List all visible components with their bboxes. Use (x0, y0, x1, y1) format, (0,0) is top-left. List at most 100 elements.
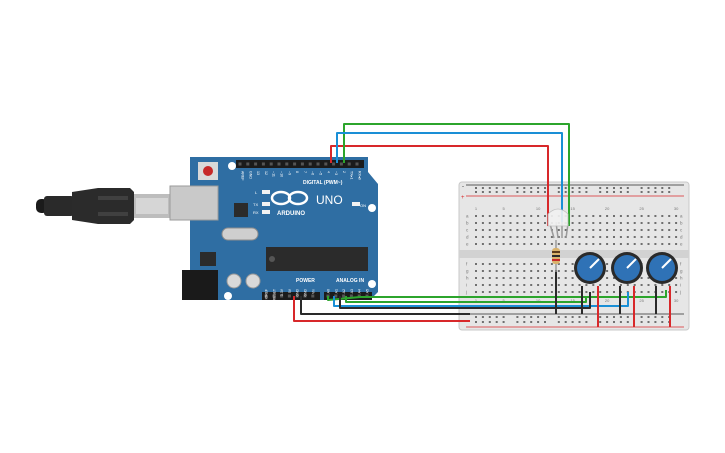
breadboard-hole[interactable] (606, 243, 609, 245)
breadboard-hole[interactable] (571, 243, 574, 245)
breadboard-hole[interactable] (613, 277, 615, 279)
breadboard-hole[interactable] (633, 229, 636, 231)
breadboard-hole[interactable] (606, 277, 609, 279)
breadboard-hole[interactable] (488, 236, 491, 238)
rail-hole[interactable] (516, 187, 519, 189)
breadboard-hole[interactable] (619, 222, 622, 224)
analog-pin-hole[interactable] (357, 294, 361, 298)
breadboard-hole[interactable] (640, 277, 643, 279)
breadboard-hole[interactable] (537, 270, 540, 272)
breadboard-hole[interactable] (668, 229, 671, 231)
breadboard-hole[interactable] (475, 270, 477, 272)
rail-hole[interactable] (530, 187, 533, 189)
breadboard-hole[interactable] (475, 284, 477, 286)
breadboard-hole[interactable] (647, 277, 650, 279)
rail-hole[interactable] (481, 316, 484, 318)
breadboard-hole[interactable] (537, 291, 540, 293)
breadboard-hole[interactable] (578, 284, 581, 286)
rail-hole[interactable] (495, 316, 498, 318)
rail-hole[interactable] (585, 187, 588, 189)
digital-pin-hole[interactable] (277, 162, 281, 166)
breadboard-hole[interactable] (599, 222, 602, 224)
rail-hole[interactable] (578, 191, 581, 193)
breadboard-hole[interactable] (571, 236, 574, 238)
rail-hole[interactable] (488, 321, 491, 323)
rail-hole[interactable] (578, 316, 581, 318)
breadboard-hole[interactable] (633, 243, 636, 245)
potentiometer-2[interactable] (611, 252, 643, 284)
breadboard-hole[interactable] (626, 222, 629, 224)
breadboard-hole[interactable] (530, 236, 533, 238)
rail-hole[interactable] (557, 316, 560, 318)
breadboard-hole[interactable] (481, 277, 484, 279)
rail-hole[interactable] (564, 187, 567, 189)
wire-red-top[interactable] (330, 145, 549, 226)
breadboard-hole[interactable] (647, 284, 650, 286)
rail-hole[interactable] (530, 191, 533, 193)
breadboard-hole[interactable] (523, 284, 526, 286)
breadboard-hole[interactable] (585, 291, 588, 293)
breadboard-hole[interactable] (530, 243, 533, 245)
breadboard-hole[interactable] (675, 243, 678, 245)
breadboard-hole[interactable] (509, 277, 512, 279)
breadboard-hole[interactable] (557, 277, 560, 279)
rail-hole[interactable] (613, 321, 615, 323)
breadboard-hole[interactable] (571, 277, 574, 279)
breadboard-hole[interactable] (585, 284, 588, 286)
rail-hole[interactable] (668, 191, 671, 193)
rail-hole[interactable] (523, 191, 526, 193)
rail-hole[interactable] (626, 316, 629, 318)
rail-hole[interactable] (502, 187, 505, 189)
breadboard-hole[interactable] (626, 215, 629, 217)
rail-hole[interactable] (585, 191, 588, 193)
rail-hole[interactable] (661, 316, 664, 318)
breadboard-hole[interactable] (495, 236, 498, 238)
rail-hole[interactable] (537, 321, 540, 323)
rail-hole[interactable] (502, 321, 505, 323)
breadboard-hole[interactable] (516, 243, 519, 245)
rail-hole[interactable] (516, 191, 519, 193)
breadboard-hole[interactable] (550, 263, 553, 265)
breadboard-hole[interactable] (578, 229, 581, 231)
breadboard-hole[interactable] (557, 270, 560, 272)
breadboard-hole[interactable] (502, 291, 505, 293)
breadboard-hole[interactable] (475, 277, 477, 279)
breadboard-hole[interactable] (475, 263, 477, 265)
breadboard-hole[interactable] (495, 229, 498, 231)
rail-hole[interactable] (544, 316, 546, 318)
breadboard-hole[interactable] (509, 270, 512, 272)
rail-hole[interactable] (599, 187, 602, 189)
rail-hole[interactable] (537, 316, 540, 318)
breadboard-hole[interactable] (661, 291, 664, 293)
breadboard-hole[interactable] (509, 284, 512, 286)
rail-hole[interactable] (481, 321, 484, 323)
breadboard-hole[interactable] (550, 243, 553, 245)
breadboard-hole[interactable] (475, 243, 477, 245)
rgb-led[interactable] (547, 208, 569, 239)
rail-hole[interactable] (564, 191, 567, 193)
breadboard-hole[interactable] (502, 243, 505, 245)
breadboard-hole[interactable] (578, 243, 581, 245)
breadboard-hole[interactable] (654, 215, 657, 217)
breadboard-hole[interactable] (530, 291, 533, 293)
rail-hole[interactable] (530, 321, 533, 323)
rail-hole[interactable] (523, 321, 526, 323)
rail-hole[interactable] (481, 191, 484, 193)
breadboard-hole[interactable] (640, 215, 643, 217)
breadboard-hole[interactable] (654, 222, 657, 224)
rail-hole[interactable] (502, 191, 505, 193)
rail-hole[interactable] (619, 321, 622, 323)
breadboard-hole[interactable] (592, 215, 595, 217)
breadboard-hole[interactable] (675, 284, 678, 286)
breadboard-hole[interactable] (509, 243, 512, 245)
breadboard-hole[interactable] (592, 222, 595, 224)
breadboard-hole[interactable] (633, 284, 636, 286)
breadboard-hole[interactable] (661, 236, 664, 238)
breadboard-hole[interactable] (530, 215, 533, 217)
rail-hole[interactable] (495, 187, 498, 189)
breadboard-hole[interactable] (537, 263, 540, 265)
rail-hole[interactable] (564, 321, 567, 323)
potentiometer-1[interactable] (574, 252, 606, 284)
rail-hole[interactable] (661, 187, 664, 189)
breadboard-hole[interactable] (619, 229, 622, 231)
